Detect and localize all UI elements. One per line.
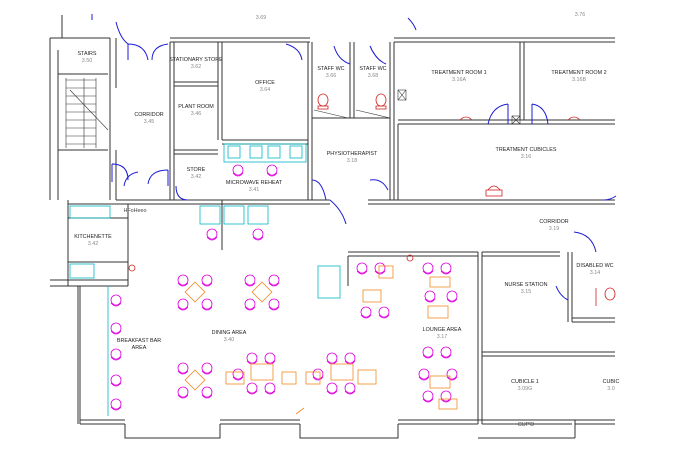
chair-icon (252, 228, 264, 241)
chair-icon (356, 262, 368, 275)
chair-icon (110, 374, 122, 387)
chair-icon (446, 290, 458, 303)
chair-icon (177, 386, 189, 399)
chair-icon (244, 298, 256, 311)
stair-treads (65, 78, 109, 148)
chair-icon (264, 382, 276, 395)
chair-icon (177, 362, 189, 375)
table-icon (184, 369, 206, 391)
chair-icon (266, 164, 278, 177)
table-icon (184, 281, 206, 303)
fixtures (69, 143, 341, 416)
chair-icon (246, 382, 258, 395)
chair-icon (378, 306, 390, 319)
room-number-top-1: 3.69 (255, 15, 267, 21)
chair-icon (440, 390, 452, 403)
chair-icon (110, 322, 122, 335)
chair-icon (312, 368, 324, 381)
chair-icon (422, 346, 434, 359)
table-icon (429, 375, 451, 389)
chair-icon (418, 368, 430, 381)
chair-icon (440, 262, 452, 275)
chair-icon (360, 306, 372, 319)
tables (184, 265, 458, 410)
chair-icon (440, 346, 452, 359)
chairs (110, 164, 458, 411)
chair-icon (201, 386, 213, 399)
chair-icon (232, 368, 244, 381)
table-icon (330, 363, 354, 381)
table-icon (429, 276, 451, 288)
furniture-extra (225, 369, 377, 415)
chair-icon (246, 352, 258, 365)
chair-icon (201, 274, 213, 287)
chair-icon (446, 368, 458, 381)
doors (91, 14, 617, 301)
chair-icon (201, 362, 213, 375)
room-label-breakfast-bar: BREAKFAST BAR AREA (116, 338, 162, 351)
chair-icon (110, 294, 122, 307)
chair-icon (201, 298, 213, 311)
chair-icon (232, 164, 244, 177)
hf-label: HFoHeeo (123, 208, 147, 214)
chair-icon (177, 298, 189, 311)
chair-icon (268, 274, 280, 287)
table-icon (362, 289, 382, 303)
chair-icon (326, 382, 338, 395)
chair-icon (344, 352, 356, 365)
chair-icon (422, 262, 434, 275)
chair-icon (268, 298, 280, 311)
chair-icon (424, 290, 436, 303)
chair-icon (177, 274, 189, 287)
walls (49, 15, 615, 439)
table-icon (250, 363, 274, 381)
cupboard-label: CUP'D (517, 422, 535, 428)
sanitary (128, 93, 616, 306)
chair-icon (264, 352, 276, 365)
room-number-top-2: 3.76 (574, 12, 586, 18)
chair-icon (206, 228, 218, 241)
chair-icon (422, 390, 434, 403)
table-icon (427, 305, 449, 319)
chair-icon (374, 262, 386, 275)
chair-icon (326, 352, 338, 365)
table-icon (251, 281, 273, 303)
chair-icon (110, 348, 122, 361)
table-icon (378, 265, 394, 279)
table-icon (438, 398, 458, 410)
chair-icon (110, 398, 122, 411)
chair-icon (244, 274, 256, 287)
chair-icon (344, 382, 356, 395)
cross-marks (313, 89, 521, 125)
